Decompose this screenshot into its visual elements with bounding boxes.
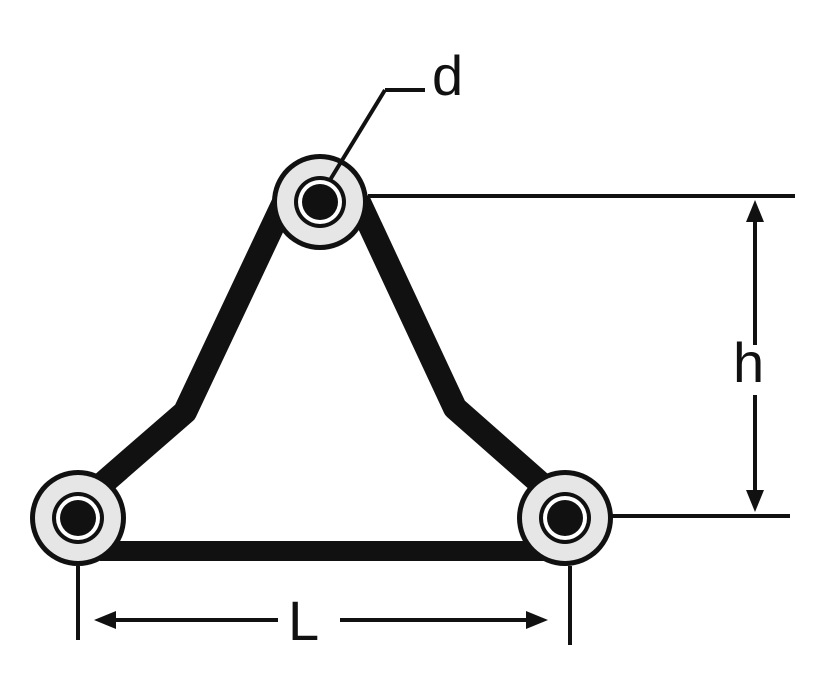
- d-leader: [328, 88, 425, 182]
- L-arrow-right: [526, 611, 548, 629]
- left-arm: [70, 194, 296, 515]
- h-arrow-top: [746, 200, 764, 222]
- link-body: [70, 194, 573, 561]
- L-arrow-left: [94, 611, 116, 629]
- L-label: L: [288, 589, 319, 652]
- height-dimension: [368, 194, 795, 518]
- right-arm: [347, 194, 573, 515]
- h-label: h: [733, 331, 764, 394]
- bushing-left: [30, 470, 126, 566]
- h-arrow-bottom: [746, 490, 764, 512]
- bushing-right: [517, 470, 613, 566]
- length-dimension: [76, 566, 572, 645]
- bushing-top: [272, 154, 368, 250]
- d-label: d: [432, 44, 463, 107]
